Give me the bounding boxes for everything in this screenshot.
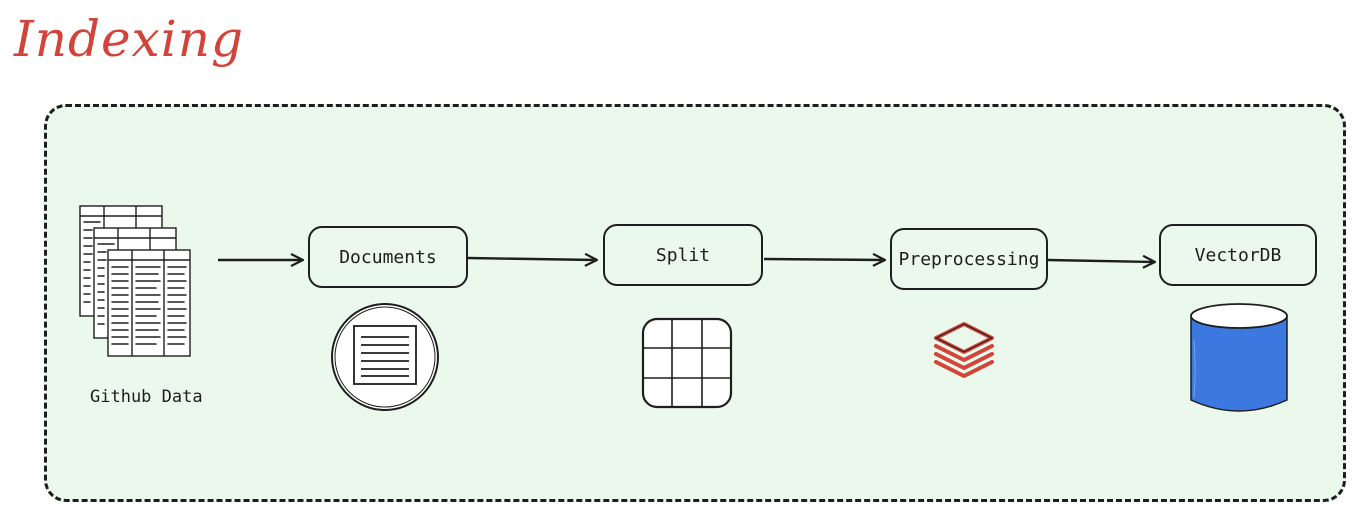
source-label: Github Data (90, 387, 203, 407)
table-page-front (107, 249, 191, 357)
grid-icon (641, 317, 733, 409)
arrow-preprocessing-to-vectordb (1047, 260, 1154, 262)
arrow-split-to-preprocessing (763, 259, 884, 260)
node-documents: Documents (308, 226, 468, 288)
indexing-pipeline-panel (44, 104, 1346, 502)
node-documents-label: Documents (339, 246, 437, 268)
table-documents-icon (79, 205, 191, 357)
node-preprocessing-label: Preprocessing (898, 248, 1040, 270)
node-split-label: Split (655, 244, 711, 266)
table-rows (83, 221, 187, 345)
database-cylinder-icon (1190, 303, 1288, 412)
stacked-layers-icon (934, 322, 994, 378)
node-vectordb-label: VectorDB (1194, 244, 1282, 266)
node-preprocessing: Preprocessing (890, 228, 1048, 290)
arrow-documents-to-split (467, 258, 596, 260)
document-circle-icon (331, 303, 439, 411)
node-split: Split (603, 224, 763, 286)
page-title: Indexing (14, 10, 244, 68)
node-vectordb: VectorDB (1159, 224, 1317, 286)
